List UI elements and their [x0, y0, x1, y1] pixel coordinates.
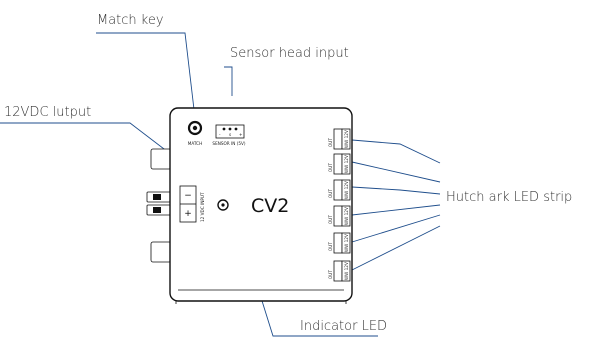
out-label-2: OUT [328, 163, 333, 172]
dc-output-callout: 12VDC lutput [4, 105, 91, 120]
out-label-6: OUT [328, 270, 333, 279]
output-connector-3[interactable]: OUT WW 12V [328, 179, 351, 201]
out-label-1: OUT [328, 138, 333, 147]
out-row-4: WW 12V [344, 207, 349, 225]
housing-outer [169, 107, 353, 302]
out-row-3: WW 12V [344, 181, 349, 199]
output-connector-5[interactable]: OUT WW 12V [328, 232, 351, 254]
indicator-led-callout: Indicator LED [300, 319, 387, 334]
sensor-pin-plus: + [239, 132, 243, 137]
upper-side-connector [150, 148, 172, 170]
led-strip-leader-1 [351, 139, 441, 164]
sensor-head-input-callout: Sensor head input [230, 46, 349, 61]
sensor-pin-s: s [229, 132, 231, 137]
out-row-2: WW 12V [344, 155, 349, 173]
led-strip-leader-3 [351, 186, 441, 195]
out-row-5: WW 12V [344, 234, 349, 252]
match-key-button[interactable] [187, 120, 203, 136]
match-key-leader [96, 32, 196, 119]
sensor-input-leader [224, 66, 233, 96]
out-row-1: WW 12V [344, 130, 349, 148]
output-connector-1[interactable]: OUT WW 12V [328, 128, 351, 150]
sensor-input-header[interactable]: - s + [215, 124, 245, 139]
output-connector-4[interactable]: OUT WW 12V [328, 205, 351, 227]
led-strip-callout: Hutch ark LED strip [446, 190, 572, 205]
output-connector-2[interactable]: OUT WW 12V [328, 153, 351, 175]
led-strip-leader-5 [351, 214, 441, 243]
led-strip-leader-4 [351, 204, 441, 216]
output-connectors: OUT WW 12V OUT WW 12V OUT WW 12V OUT WW … [328, 128, 351, 282]
power-terminal-block[interactable]: − + [179, 185, 197, 223]
indicator-led [217, 199, 229, 211]
controller-housing [169, 107, 353, 304]
led-strip-leader-6 [351, 225, 441, 271]
out-label-4: OUT [328, 215, 333, 224]
out-row-6: WW 12V [344, 262, 349, 280]
sensor-in-label: SENSOR IN (5V) [212, 141, 245, 146]
match-key-callout: Match key [97, 13, 164, 28]
lower-side-connector [150, 241, 172, 263]
device-name: CV2 [251, 195, 289, 217]
sensor-pin-minus: - [219, 132, 221, 137]
output-connector-6[interactable]: OUT WW 12V [328, 260, 351, 282]
terminal-minus: − [184, 191, 192, 201]
match-label: MATCH [188, 141, 203, 146]
terminal-plus: + [184, 209, 192, 219]
out-label-3: OUT [328, 189, 333, 198]
led-strip-leader-2 [351, 161, 441, 183]
out-label-5: OUT [328, 242, 333, 251]
dc-input-vertical-label: 12 VDC INPUT [200, 192, 205, 222]
